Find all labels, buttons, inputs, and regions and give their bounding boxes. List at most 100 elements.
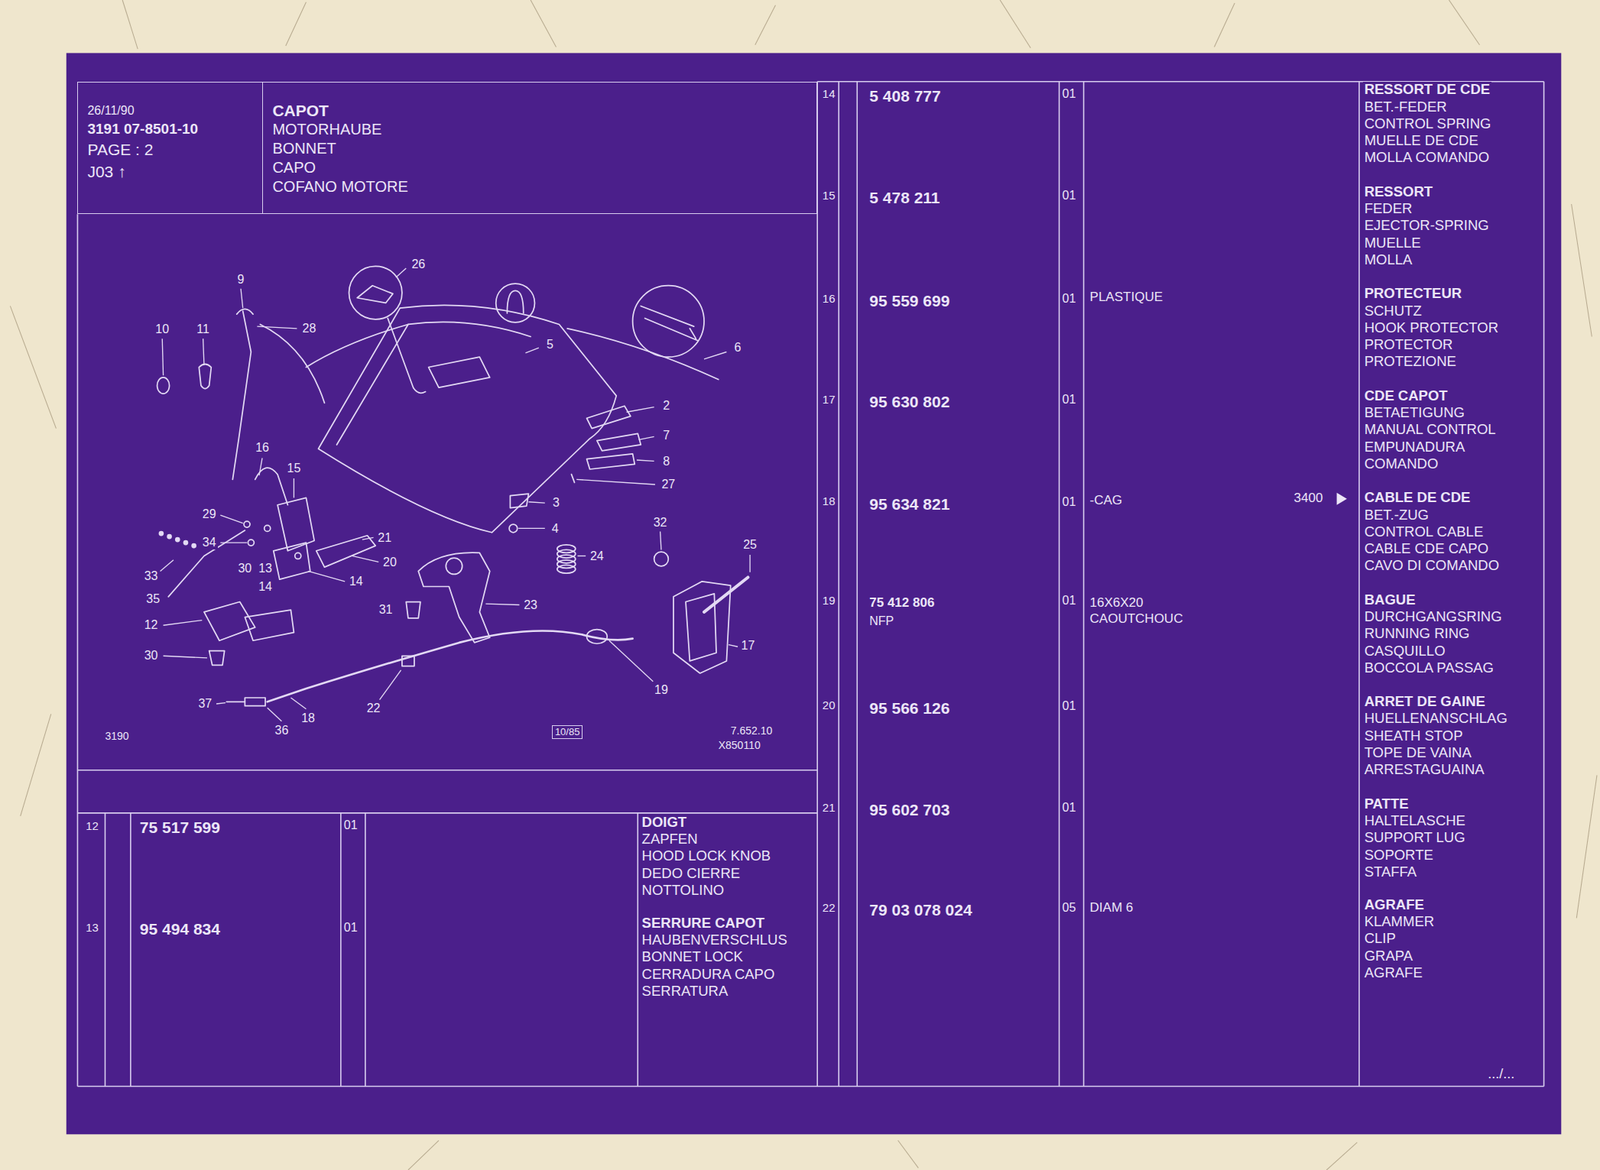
bonnet-illustration — [509, 524, 518, 533]
part-name-translation: CABLE CDE CAPO — [1363, 541, 1490, 557]
callout-number: 5 — [545, 337, 555, 352]
table-rule — [340, 813, 342, 1088]
table-rule — [104, 813, 107, 1088]
part-number: 95 494 834 — [138, 920, 222, 938]
part-number: 95 559 699 — [867, 292, 951, 310]
callout-number: 14 — [347, 574, 365, 589]
part-name-translation: SHEATH STOP — [1363, 728, 1465, 744]
film-scratch — [285, 2, 307, 46]
bonnet-illustration — [402, 655, 415, 666]
part-name-translation: NOTTOLINO — [640, 882, 727, 899]
part-name-translation: ARRESTAGUAINA — [1363, 762, 1487, 778]
bonnet-illustration — [316, 535, 376, 568]
bonnet-illustration — [496, 283, 536, 323]
callout-number: 13 — [256, 561, 274, 576]
part-number: 95 634 821 — [867, 495, 951, 513]
callout-number: 22 — [365, 701, 383, 716]
chain-dots — [175, 537, 181, 543]
bonnet-illustration — [273, 542, 311, 580]
callout-number: 29 — [201, 507, 218, 522]
leader-line — [660, 531, 662, 550]
part-note: NFP — [867, 614, 896, 629]
leader-line — [528, 502, 545, 504]
callout-number: 35 — [144, 592, 162, 607]
header-reference-cell: 26/11/903191 07-8501-10PAGE : 2J03 ↑ — [77, 81, 263, 215]
bonnet-illustration — [640, 305, 698, 341]
title-cell: CAPOTMOTORHAUBEBONNETCAPOCOFANO MOTORE — [262, 81, 818, 215]
part-name-translation: MUELLE DE CDE — [1363, 133, 1480, 149]
part-name-translation: CONTROL SPRING — [1363, 116, 1493, 132]
callout-number: 36 — [273, 723, 291, 738]
table-rule — [636, 813, 639, 1088]
part-name-translation: DEDO CIERRE — [640, 866, 743, 882]
part-name: PATTE — [1363, 796, 1411, 812]
part-name-translation: AGRAFE — [1363, 965, 1425, 981]
callout-number: 25 — [741, 538, 759, 552]
bonnet-illustration — [244, 610, 294, 641]
part-number: 95 630 802 — [867, 392, 951, 411]
part-name: BAGUE — [1363, 592, 1418, 608]
table-rule — [1358, 81, 1360, 1088]
bonnet-illustration — [295, 552, 302, 559]
leader-line — [267, 707, 283, 721]
bonnet-illustration — [204, 602, 256, 642]
bonnet-illustration — [571, 474, 575, 484]
table-rule — [129, 813, 132, 1088]
bonnet-illustration — [356, 285, 393, 304]
callout-number: 28 — [301, 321, 319, 336]
part-name: SERRURE CAPOT — [640, 915, 766, 932]
part-name-translation: CASQUILLO — [1363, 643, 1448, 659]
bonnet-illustration — [387, 318, 426, 393]
part-name-translation: CERRADURA CAPO — [640, 967, 777, 983]
bonnet-illustration — [236, 308, 254, 315]
section-title-translation: COFANO MOTORE — [272, 177, 808, 197]
part-number: 95 566 126 — [867, 699, 951, 718]
table-rule — [1083, 81, 1085, 1088]
quantity: 01 — [1061, 801, 1078, 815]
callout-number: 31 — [377, 603, 395, 617]
callout-number: 18 — [299, 711, 317, 726]
part-note: 3400 — [1292, 491, 1325, 507]
leader-line — [160, 268, 751, 722]
callout-number: 21 — [376, 531, 393, 546]
film-scratch — [898, 1140, 919, 1169]
part-name: PROTECTEUR — [1363, 285, 1464, 302]
film-scratch — [9, 0, 1597, 1170]
section-title-translation: MOTORHAUBE — [272, 120, 808, 140]
bonnet-illustration — [336, 321, 531, 445]
item-number: 21 — [821, 801, 838, 815]
part-name-translation: SERRATURA — [640, 983, 731, 1000]
leader-line — [220, 515, 243, 524]
part-name-translation: TOPE DE VAINA — [1363, 745, 1474, 761]
bonnet-illustration — [509, 493, 529, 509]
item-number: 12 — [84, 820, 101, 834]
part-name-translation: MOLLA COMANDO — [1363, 149, 1491, 166]
part-number: 95 602 703 — [867, 801, 951, 819]
film-scratch — [1213, 3, 1235, 47]
part-name-translation: SCHUTZ — [1363, 303, 1424, 319]
part-name: DOIGT — [640, 814, 689, 831]
chain-dots — [159, 531, 197, 549]
leader-line — [704, 352, 727, 360]
film-panel — [66, 52, 1562, 1135]
quantity: 01 — [1061, 699, 1078, 714]
part-name-translation: SUPPORT LUG — [1363, 830, 1467, 846]
leader-line — [525, 347, 539, 354]
quantity: 01 — [342, 921, 360, 935]
table-rule — [364, 813, 367, 1088]
bonnet-illustration — [157, 377, 170, 394]
item-number: 20 — [821, 699, 838, 713]
quantity: 01 — [1061, 292, 1078, 306]
bonnet-illustration — [506, 290, 523, 313]
bonnet-illustration — [243, 521, 250, 528]
callout-number: 30 — [236, 561, 254, 576]
part-name-translation: CAVO DI COMANDO — [1363, 558, 1501, 574]
table-rule — [816, 81, 818, 1088]
item-number: 15 — [821, 189, 838, 203]
bonnet-illustration — [445, 558, 462, 575]
leader-line — [240, 288, 244, 309]
revision-date: 26/11/90 — [87, 102, 254, 120]
film-scratch — [408, 1140, 439, 1170]
part-name-translation: EMPUNADURA — [1363, 439, 1467, 455]
